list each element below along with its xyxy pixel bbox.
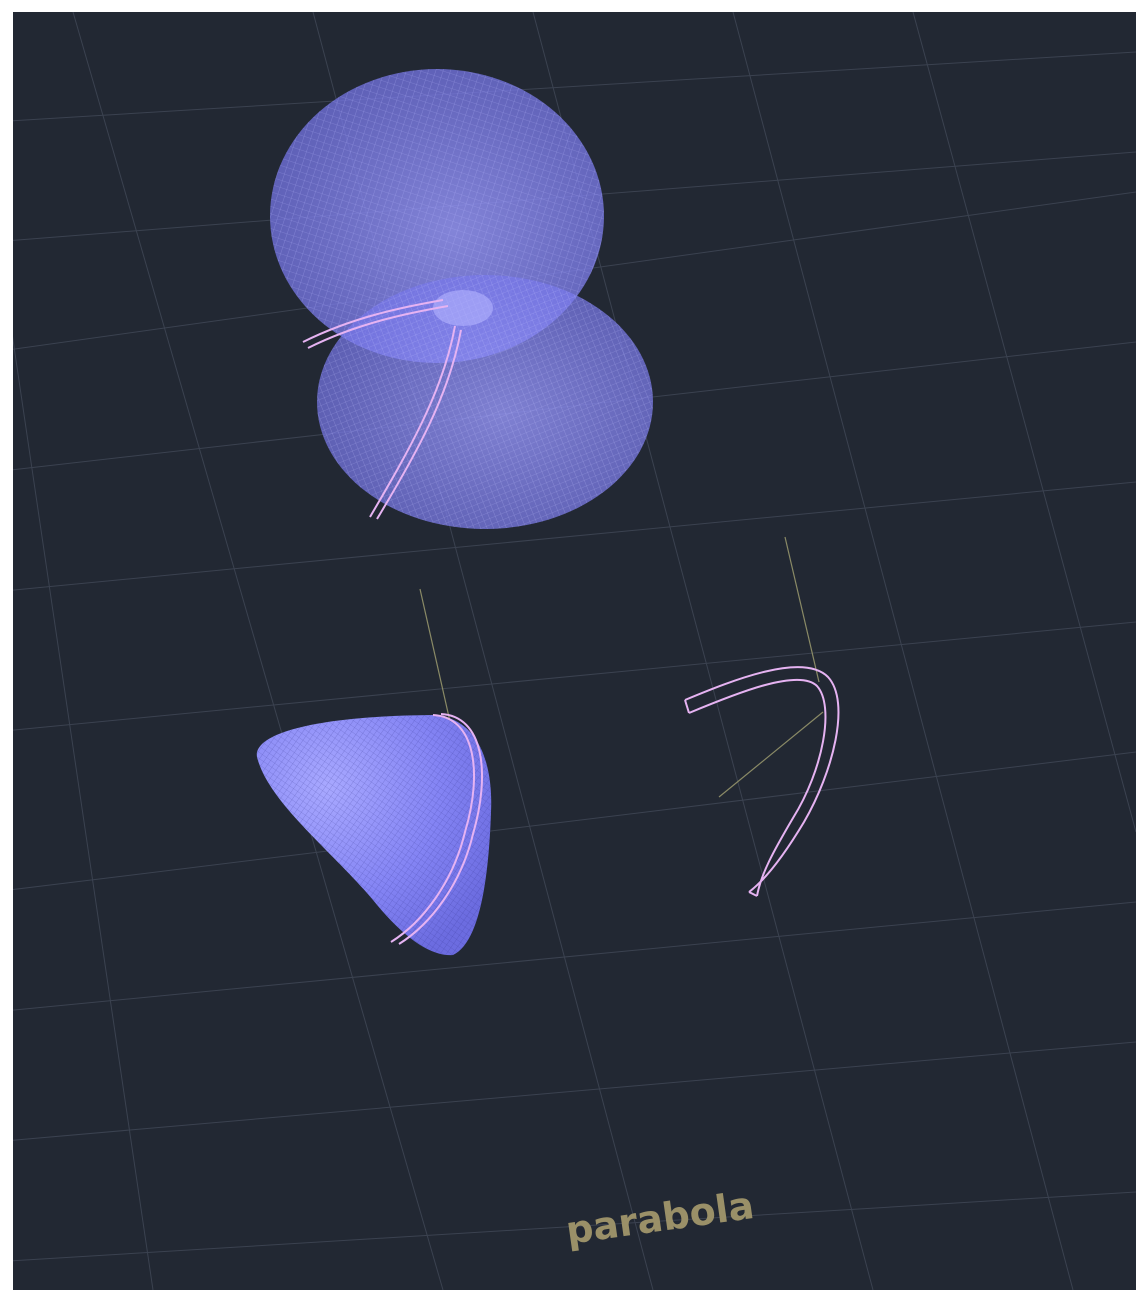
model-space-canvas[interactable]: parabola [13,12,1136,1290]
double-cone-surface[interactable] [270,69,653,529]
parabola-axes [718,536,824,798]
parabola-curve[interactable] [684,666,840,897]
cad-viewport[interactable]: parabola [13,12,1136,1290]
parabola-label: parabola [563,1183,756,1253]
paraboloid-section-surface[interactable] [256,713,492,956]
